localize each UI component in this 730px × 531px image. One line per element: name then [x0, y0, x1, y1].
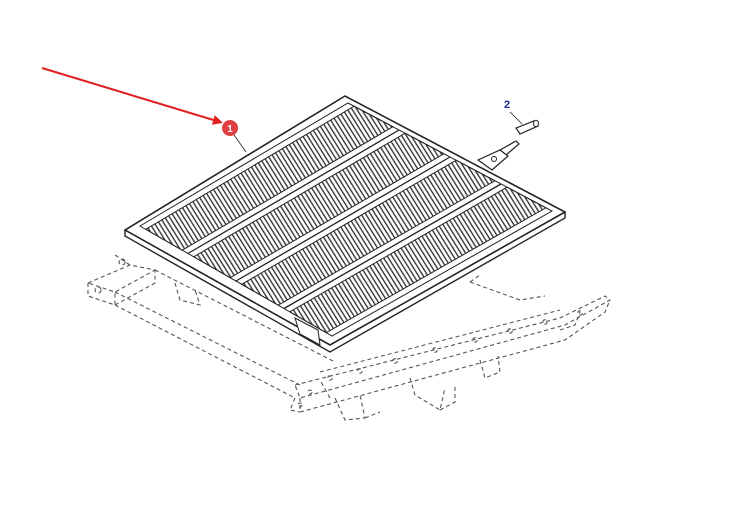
strip-divider — [235, 156, 451, 282]
sieve-strips — [144, 105, 547, 334]
panel-edge — [124, 212, 566, 353]
callout-2-leader — [509, 111, 523, 125]
callout-1-label: 1 — [227, 124, 233, 135]
callout-1-badge — [222, 120, 238, 136]
sieve-strip — [240, 159, 496, 306]
strip-divider — [187, 129, 400, 255]
pointer-arrow — [41, 67, 223, 125]
callout-2-label: 2 — [504, 99, 510, 111]
lug-hole — [491, 156, 497, 162]
sieve-panel — [123, 95, 567, 353]
strip-divider — [283, 183, 502, 310]
pin-part — [509, 111, 539, 135]
sieve-strip — [288, 186, 547, 334]
callout-1-leader — [231, 131, 247, 153]
lug-tab — [499, 140, 520, 156]
support-frame — [86, 254, 611, 421]
pin-end — [533, 119, 539, 128]
corner-plate — [294, 316, 321, 346]
sieve-strip — [192, 132, 445, 279]
side-lug — [476, 149, 509, 171]
sieve-strip — [144, 105, 394, 251]
